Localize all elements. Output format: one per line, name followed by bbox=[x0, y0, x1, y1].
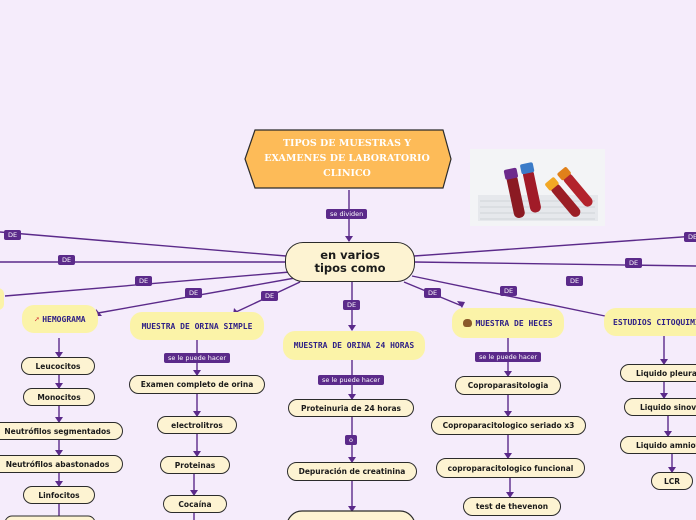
category-label: ESTUDIOS CITOQUIMICOS bbox=[613, 317, 696, 327]
edge-label-se-le-puede-hacer: se le puede hacer bbox=[164, 353, 231, 363]
central-node-text: en varios tipos como bbox=[314, 248, 386, 275]
list-item[interactable]: Monocitos bbox=[23, 388, 95, 406]
edge-label-de: DE bbox=[58, 255, 76, 265]
category-heces[interactable]: MUESTRA DE HECES bbox=[452, 308, 564, 338]
category-label: MUESTRA DE HECES bbox=[475, 318, 553, 328]
category-label: MUESTRA DE ORINA SIMPLE bbox=[141, 321, 253, 331]
list-item[interactable]: LCR bbox=[651, 472, 693, 490]
list-item[interactable]: coproparacitologico funcional bbox=[436, 458, 585, 478]
title-shape bbox=[244, 129, 452, 189]
edge-label-de: DE bbox=[4, 230, 22, 240]
list-item[interactable]: Neutrófilos segmentados bbox=[0, 422, 123, 440]
category-hemograma[interactable]: ➚ HEMOGRAMA bbox=[22, 305, 98, 333]
list-item[interactable]: Neutrófilos abastonados bbox=[0, 455, 123, 473]
edge-label-o: o bbox=[345, 435, 357, 445]
list-item[interactable]: electrolitros bbox=[157, 416, 237, 434]
category-label: MUESTRA DE ORINA 24 HORAS bbox=[293, 341, 415, 350]
list-item[interactable]: Examen completo de orina bbox=[129, 375, 265, 394]
edge-label-de: DE bbox=[684, 232, 696, 242]
list-item[interactable]: Coproparasitologia bbox=[455, 376, 561, 395]
list-item[interactable]: test de thevenon bbox=[463, 497, 561, 516]
list-item[interactable]: Proteinuria de 24 horas bbox=[288, 399, 414, 417]
list-item[interactable]: Liquido amniotico bbox=[620, 436, 696, 454]
category-orina-24[interactable]: MUESTRA DE ORINA 24 HORAS bbox=[283, 331, 425, 360]
central-node[interactable]: en varios tipos como bbox=[285, 242, 415, 282]
list-item[interactable]: Cocaína bbox=[163, 495, 227, 513]
list-item[interactable]: Linfocitos bbox=[23, 486, 95, 504]
edge-label-de: DE bbox=[185, 288, 203, 298]
list-item[interactable]: Depuración de creatinina bbox=[287, 462, 417, 481]
list-item[interactable]: Liquido sinovial bbox=[624, 398, 696, 416]
list-item[interactable]: Coproparacitologico seriado x3 bbox=[431, 416, 586, 435]
category-citoquimicos[interactable]: ESTUDIOS CITOQUIMICOS bbox=[604, 308, 696, 336]
edge-label-de: DE bbox=[261, 291, 279, 301]
list-item[interactable]: Liquido pleural bbox=[620, 364, 696, 382]
edge-label-de: DE bbox=[135, 276, 153, 286]
map-title: TIPOS DE MUESTRAS Y EXAMENES DE LABORATO… bbox=[264, 138, 430, 179]
list-item[interactable]: Leucocitos bbox=[21, 357, 95, 375]
edge-label-se-dividen: se dividen bbox=[326, 209, 368, 219]
blood-tubes-image bbox=[470, 149, 605, 226]
syringe-icon: ➚ bbox=[34, 314, 40, 324]
edge-label-de: DE bbox=[500, 286, 518, 296]
edge-label-de: DE bbox=[343, 300, 361, 310]
edge-label-se-le-puede-hacer: se le puede hacer bbox=[318, 375, 385, 385]
list-item[interactable]: Proteinas bbox=[160, 456, 230, 474]
edge-label-de: DE bbox=[625, 258, 643, 268]
edge-label-se-le-puede-hacer: se le puede hacer bbox=[475, 352, 542, 362]
edge-label-de: DE bbox=[424, 288, 442, 298]
poop-icon bbox=[463, 319, 473, 327]
edge-label-de: DE bbox=[566, 276, 584, 286]
category-label: HEMOGRAMA bbox=[42, 314, 86, 324]
category-orina-simple[interactable]: MUESTRA DE ORINA SIMPLE bbox=[130, 312, 264, 340]
